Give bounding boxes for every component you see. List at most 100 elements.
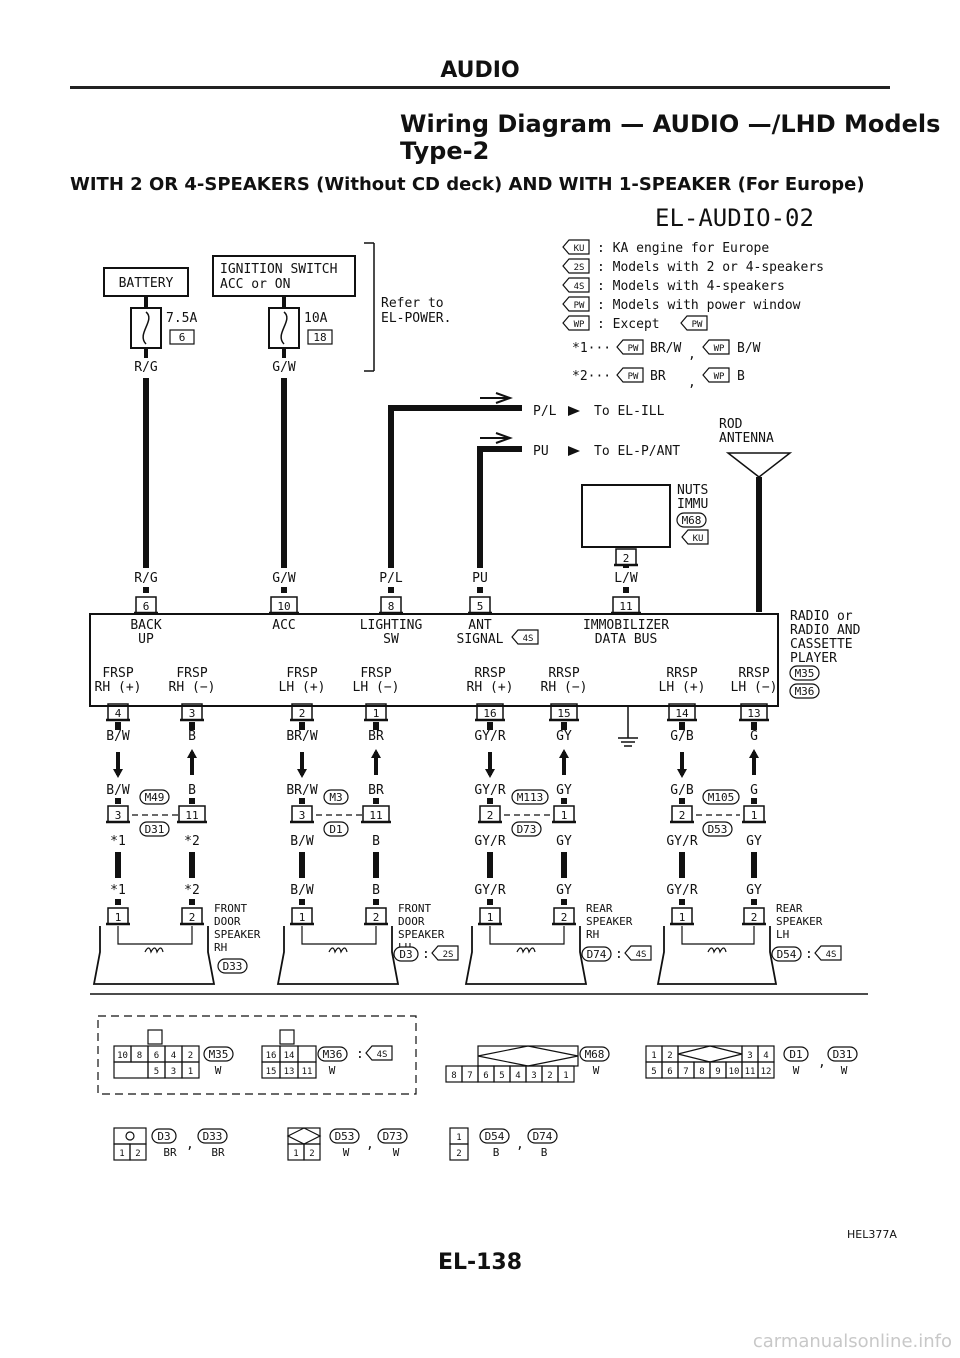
footnote-a-tag-0 bbox=[616, 339, 644, 355]
signal-arrow-3-head bbox=[371, 749, 381, 758]
m35-face-conn bbox=[203, 1046, 234, 1062]
nuts-tag-label: KU bbox=[693, 534, 704, 544]
joint-2-rw-top: GY bbox=[556, 783, 572, 798]
speaker-3-ldot bbox=[679, 899, 685, 905]
joint-0-rw-top: B bbox=[188, 783, 196, 798]
radio-unit-box bbox=[89, 613, 779, 707]
radio-bot-name-1-0: FRSP bbox=[176, 666, 207, 681]
speaker-0-rdot bbox=[189, 899, 195, 905]
rod-antenna-symbol bbox=[725, 452, 793, 478]
speaker-0-name-0: FRONT bbox=[214, 902, 247, 915]
legend-tag-4-label: WP bbox=[574, 320, 585, 330]
d31-face-conn bbox=[827, 1046, 858, 1062]
joint-1-rpin-label: 11 bbox=[369, 809, 382, 822]
joint-0-conn-bot bbox=[139, 821, 170, 837]
wire-p-l bbox=[388, 405, 522, 568]
diagram-code: EL-AUDIO-02 bbox=[655, 204, 814, 232]
radio-bot-wire-5: GY bbox=[556, 729, 572, 744]
d1-bot-pin-3: 8 bbox=[699, 1067, 704, 1077]
d53-pin-0: 1 bbox=[293, 1149, 298, 1159]
legend-tag-2 bbox=[562, 277, 590, 293]
speaker-0-lw: *1 bbox=[110, 883, 126, 898]
speaker-3-coil-lead bbox=[681, 926, 755, 945]
fuse-10a-num: 18 bbox=[313, 331, 326, 344]
m36-bot-pin-1: 13 bbox=[284, 1067, 295, 1077]
radio-label-0: RADIO or bbox=[790, 609, 853, 624]
radio-top-dot-3 bbox=[477, 587, 483, 593]
radio-top-dot-1 bbox=[281, 587, 287, 593]
speaker-2-name-1: SPEAKER bbox=[586, 915, 633, 928]
refer-text-2: EL-POWER. bbox=[381, 311, 451, 326]
m68-pin-4: 4 bbox=[515, 1071, 520, 1081]
radio-top-pin-4-label: 11 bbox=[619, 600, 632, 613]
rod-antenna-label-1: ROD bbox=[719, 417, 743, 432]
m68-top-frame bbox=[477, 1045, 579, 1067]
m36-bot-cell-2 bbox=[297, 1061, 317, 1079]
m35-top-pin-3: 4 bbox=[171, 1051, 176, 1061]
m35-bot-cell-2 bbox=[181, 1061, 200, 1079]
radio-bot-name-5-0: RRSP bbox=[548, 666, 579, 681]
speaker-1-rw: B bbox=[372, 883, 380, 898]
d1-face-conn bbox=[783, 1046, 809, 1062]
joint-0-lw-bot: *1 bbox=[110, 834, 126, 849]
joint-2-conn-bot bbox=[511, 821, 542, 837]
d1-top-r-pin-0: 3 bbox=[747, 1051, 752, 1061]
radio-top-wire-2: P/L bbox=[379, 571, 403, 586]
signal-arrow-6-head bbox=[677, 769, 687, 778]
m36-face-tag bbox=[365, 1045, 393, 1061]
m68-cell-7 bbox=[557, 1065, 575, 1083]
d31-face-conn-label: D31 bbox=[833, 1048, 853, 1061]
joint-3-conn-bot-label: D53 bbox=[708, 823, 728, 836]
m68-pin-0: 8 bbox=[451, 1071, 456, 1081]
radio-bot-name-6-1: LH (+) bbox=[659, 680, 706, 695]
speaker-2-name-0: REAR bbox=[586, 902, 613, 915]
legend-tag-0-label: KU bbox=[574, 244, 585, 254]
joint-2-conn-bot-label: D73 bbox=[517, 823, 537, 836]
joint-0-ldot bbox=[115, 798, 121, 804]
d3-cell-1 bbox=[129, 1143, 147, 1161]
legend-text-0: : KA engine for Europe bbox=[597, 241, 769, 256]
radio-bot-name-7-1: LH (−) bbox=[731, 680, 778, 695]
d3-face-color: BR bbox=[163, 1146, 177, 1159]
nuts-immu-box bbox=[581, 484, 671, 548]
joint-1-ldot bbox=[299, 798, 305, 804]
fuse-7-5a-amps: 7.5A bbox=[166, 311, 197, 326]
radio-bot-name-6-0: RRSP bbox=[666, 666, 697, 681]
radio-bot-name-2-0: FRSP bbox=[286, 666, 317, 681]
nuts-label-2: IMMU bbox=[677, 497, 708, 512]
speaker-3-lw: GY/R bbox=[666, 883, 697, 898]
pu-arrow bbox=[480, 432, 513, 444]
joint-0-conn-top-label: M49 bbox=[145, 791, 165, 804]
nuts-pin-label: 2 bbox=[623, 552, 630, 565]
joint-0-lpin-label: 3 bbox=[115, 809, 122, 822]
radio-bot-name-3-0: FRSP bbox=[360, 666, 391, 681]
m68-face-conn bbox=[579, 1046, 610, 1062]
d1-key bbox=[677, 1045, 743, 1063]
radio-conn-m36 bbox=[789, 683, 820, 699]
speaker-2-colon: : bbox=[615, 947, 623, 962]
d54-face-conn-label: D54 bbox=[485, 1130, 505, 1143]
speaker-2-tag bbox=[624, 945, 652, 961]
d31-face-color: W bbox=[841, 1064, 848, 1077]
pl-to-arrow bbox=[568, 406, 580, 416]
footnote-comma-1: , bbox=[688, 375, 696, 390]
speaker-0-ldot bbox=[115, 899, 121, 905]
nuts-label-1: NUTS bbox=[677, 483, 708, 498]
fuse-7-5a-num-box bbox=[169, 329, 195, 345]
radio-bot-pin-2-label: 2 bbox=[299, 707, 306, 720]
radio-top-name-4-1: DATA BUS bbox=[595, 632, 658, 647]
m36-top-pin-0: 16 bbox=[266, 1051, 277, 1061]
radio-top-name-4-0: IMMOBILIZER bbox=[583, 618, 669, 633]
speaker-2-body bbox=[464, 926, 588, 985]
m35-top-pin-1: 8 bbox=[137, 1051, 142, 1061]
radio-bot-wire-7: G bbox=[750, 729, 758, 744]
watermark: carmanualsonline.info bbox=[752, 1331, 952, 1352]
m36-face-conn-label: M36 bbox=[323, 1048, 343, 1061]
speaker-0-conn-label: D33 bbox=[223, 960, 243, 973]
m68-pin-3: 5 bbox=[499, 1071, 504, 1081]
joint-1-lw-bot: B/W bbox=[290, 834, 314, 849]
d54-face-color: B bbox=[493, 1146, 500, 1159]
radio-top-pin-1-label: 10 bbox=[277, 600, 290, 613]
radio-conn-m35 bbox=[789, 665, 820, 681]
